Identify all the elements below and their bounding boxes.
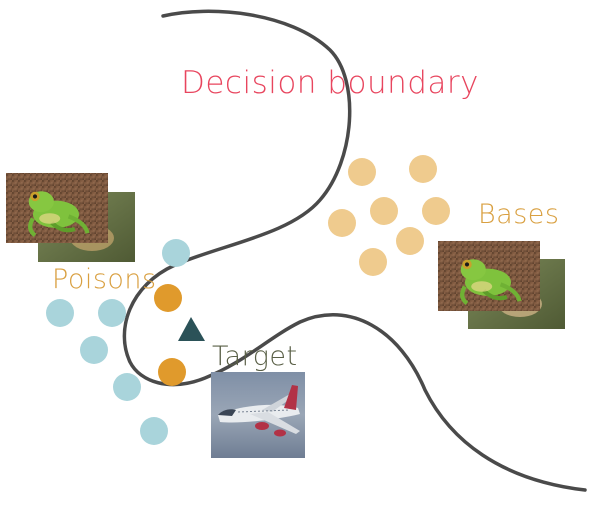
base-dot (359, 248, 387, 276)
base-frog-images (438, 241, 565, 329)
poison-frog-images (6, 173, 135, 262)
base-dot (396, 227, 424, 255)
base-dot (409, 155, 437, 183)
frog-photo-icon (438, 241, 540, 311)
target-label: Target (212, 341, 298, 372)
poison-dot (154, 284, 182, 312)
target-class-dot (140, 417, 168, 445)
target-triangle-icon (178, 317, 205, 341)
target-class-dot (162, 239, 190, 267)
base-dot (348, 158, 376, 186)
poison-dots (154, 284, 186, 386)
decision-boundary-curve (122, 9, 587, 492)
target-class-dots (46, 239, 190, 445)
airplane-photo-icon (211, 372, 305, 458)
base-dot (328, 209, 356, 237)
target-class-dot (113, 373, 141, 401)
decision-boundary-label: Decision boundary (181, 65, 479, 101)
target-class-dot (98, 299, 126, 327)
bases-label: Bases (478, 199, 559, 230)
base-dot (422, 197, 450, 225)
frog-photo-icon (6, 173, 108, 243)
target-class-dot (80, 336, 108, 364)
target-class-dot (46, 299, 74, 327)
poison-dot (158, 358, 186, 386)
base-dots (328, 155, 450, 276)
base-dot (370, 197, 398, 225)
poisons-label: Poisons (52, 264, 157, 295)
